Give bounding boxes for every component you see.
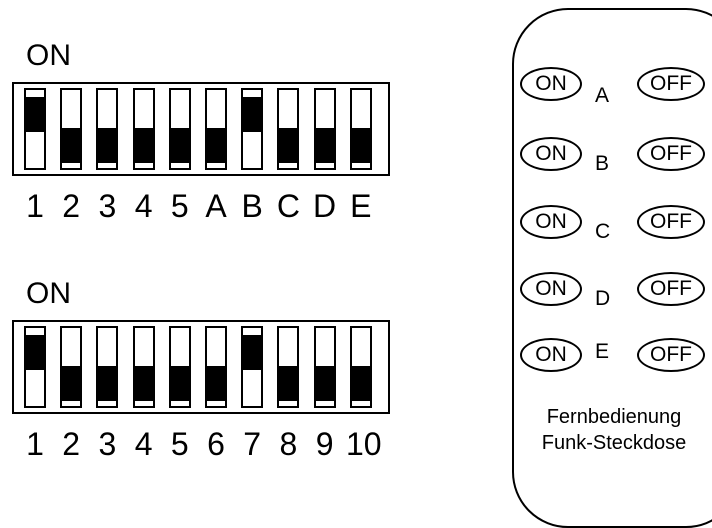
dip-switch-label: A (205, 188, 227, 224)
dip-switch-knob (279, 128, 298, 163)
dip-switch-2[interactable] (60, 326, 83, 408)
dip-switch-knob (26, 97, 44, 132)
remote-c-label: C (595, 220, 611, 243)
dip-switch-7[interactable] (241, 326, 264, 408)
dip-switch-knob (279, 366, 298, 401)
dip-switch-C[interactable] (277, 88, 300, 170)
dip-switch-4[interactable] (132, 326, 155, 408)
dip-switch-knob (98, 128, 117, 163)
dip-switch-knob (243, 335, 262, 370)
remote-a-on-button[interactable]: ON (520, 67, 582, 101)
dip-switch-A[interactable] (205, 88, 227, 170)
dip-switch-label: 3 (98, 426, 117, 462)
dip-switch-E[interactable] (349, 88, 372, 170)
remote-c-off-button[interactable]: OFF (637, 205, 705, 239)
dip-switch-9[interactable] (313, 326, 336, 408)
dip-switch-knob (170, 366, 189, 401)
dip-switch-knob (26, 335, 44, 370)
dip-switch-knob (315, 366, 334, 401)
dip-switch-D[interactable] (313, 88, 336, 170)
dip-block-1-on-label: ON (26, 39, 71, 72)
dip-switch-3[interactable] (96, 88, 119, 170)
dip-switch-knob (351, 366, 370, 401)
dip-switch-2[interactable] (60, 88, 83, 170)
dip-switch-knob (243, 97, 262, 132)
remote-caption-line-1: Fernbedienung (546, 406, 682, 428)
remote-e-on-button[interactable]: ON (520, 338, 582, 372)
dip-block-1-frame (12, 82, 390, 176)
remote-b-off-button[interactable]: OFF (637, 137, 705, 171)
dip-switch-label: C (276, 188, 300, 224)
dip-switch-knob (98, 366, 117, 401)
dip-switch-label: 4 (134, 188, 153, 224)
dip-switch-label: 6 (207, 426, 225, 462)
dip-switch-label: 4 (134, 426, 153, 462)
remote-c-on-button[interactable]: ON (520, 205, 582, 239)
dip-switch-label: E (350, 188, 372, 224)
dip-switch-knob (351, 128, 370, 163)
dip-switch-knob (62, 128, 81, 163)
dip-switch-4[interactable] (132, 88, 155, 170)
dip-switch-1[interactable] (24, 88, 46, 170)
dip-switch-3[interactable] (96, 326, 119, 408)
dip-switch-label: 1 (26, 188, 44, 224)
dip-switch-knob (134, 366, 153, 401)
dip-switch-label: D (313, 188, 337, 224)
remote-a-off-button[interactable]: OFF (637, 67, 705, 101)
dip-switch-5[interactable] (168, 326, 191, 408)
dip-switch-8[interactable] (277, 326, 300, 408)
dip-switch-knob (315, 128, 334, 163)
remote-d-off-button[interactable]: OFF (637, 272, 705, 306)
dip-switch-6[interactable] (205, 326, 227, 408)
dip-switch-knob (207, 366, 225, 401)
remote-e-off-button[interactable]: OFF (637, 338, 705, 372)
dip-switch-knob (134, 128, 153, 163)
remote-e-label: E (595, 340, 610, 363)
dip-switch-knob (207, 128, 225, 163)
dip-switch-label: 2 (62, 426, 81, 462)
dip-switch-B[interactable] (241, 88, 264, 170)
dip-switch-label: 5 (170, 188, 189, 224)
dip-switch-label: 8 (279, 426, 298, 462)
dip-block-2-frame (12, 320, 390, 414)
dip-switch-label: B (241, 188, 263, 224)
dip-switch-label: 10 (346, 426, 382, 462)
dip-switch-10[interactable] (349, 326, 372, 408)
remote-d-label: D (595, 287, 611, 310)
dip-switch-label: 1 (26, 426, 44, 462)
remote-b-on-button[interactable]: ON (520, 137, 582, 171)
dip-switch-label: 5 (170, 426, 189, 462)
dip-switch-5[interactable] (168, 88, 191, 170)
dip-switch-label: 2 (62, 188, 81, 224)
remote-caption-line-2: Funk-Steckdose (541, 432, 687, 454)
dip-switch-label: 7 (243, 426, 262, 462)
dip-switch-knob (62, 366, 81, 401)
dip-switch-1[interactable] (24, 326, 46, 408)
dip-switch-label: 3 (98, 188, 117, 224)
remote-b-label: B (595, 152, 610, 175)
remote-d-on-button[interactable]: ON (520, 272, 582, 306)
remote-a-label: A (595, 84, 610, 107)
dip-block-2-on-label: ON (26, 277, 71, 310)
dip-switch-label: 9 (315, 426, 334, 462)
dip-switch-knob (170, 128, 189, 163)
